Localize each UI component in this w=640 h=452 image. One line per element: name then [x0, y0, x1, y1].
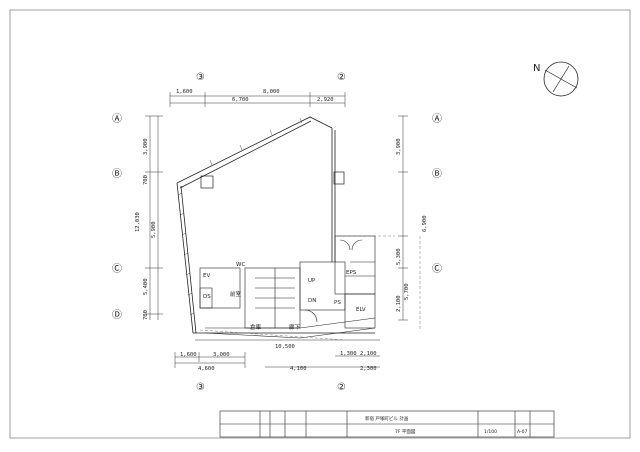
room-label-ev: EV — [203, 273, 210, 279]
building-outline — [176, 116, 375, 334]
grid-row-b-right: Ⓑ — [432, 168, 442, 180]
grid-label-bottom-3: ③ — [196, 382, 205, 393]
wall-hatch — [177, 117, 303, 316]
grid-row-a-left: Ⓐ — [112, 113, 122, 125]
room-label-up: UP — [308, 278, 316, 284]
room-label-elv: ELV — [356, 307, 366, 313]
title-block-scale: 1/100 — [484, 429, 497, 435]
dim-left-2: 700 — [143, 175, 149, 185]
grid-row-b-left: Ⓑ — [112, 168, 122, 180]
column-square — [333, 171, 345, 185]
dim-bottom-2: 1,600 — [180, 352, 197, 358]
dim-right-1: 3,900 — [396, 138, 402, 155]
core-rooms — [199, 235, 376, 339]
grid-row-c-left: Ⓒ — [112, 263, 122, 275]
dim-bottom-6: 2,100 — [360, 351, 377, 357]
title-block — [219, 410, 555, 438]
dim-left-4: 5,900 — [151, 221, 157, 238]
dim-right-3: 5,300 — [396, 248, 402, 265]
dim-top-4: 2,920 — [317, 97, 334, 103]
title-block-project: 新宿 戸塚町ビル 計画 — [365, 415, 409, 422]
grid-row-d-left: Ⓓ — [112, 309, 122, 321]
north-compass-icon: N — [533, 61, 579, 97]
dim-bottom-4: 4,600 — [198, 366, 215, 372]
dim-left-5: 5,400 — [143, 278, 149, 295]
room-label-wc: WC — [236, 262, 245, 268]
dim-bottom-7: 4,100 — [290, 366, 307, 372]
grid-label-top-3: ③ — [196, 72, 205, 83]
title-block-sheet-no: A-07 — [517, 429, 527, 435]
dim-bottom-1: 10,500 — [275, 344, 295, 350]
dim-left-3: 12,030 — [135, 212, 141, 232]
dim-left-1: 3,900 — [143, 138, 149, 155]
room-label-dn: DN — [308, 298, 316, 304]
dim-right-5: 5,700 — [404, 283, 410, 300]
dim-top-1: 1,600 — [176, 89, 193, 95]
title-block-sheet-name: 7F 平面図 — [395, 429, 416, 435]
dim-bottom-8: 2,300 — [360, 366, 377, 372]
dashed-guides — [199, 235, 421, 341]
dim-right-4: 2,100 — [396, 295, 402, 312]
room-label-storage: 倉庫 — [250, 323, 262, 331]
grid-label-bottom-2: ② — [337, 382, 346, 393]
dim-left-6: 700 — [143, 310, 149, 320]
room-label-eps: EPS — [346, 270, 357, 276]
grid-label-top-2: ② — [337, 72, 346, 83]
grid-row-a-right: Ⓐ — [432, 113, 442, 125]
room-label-ps: PS — [334, 300, 341, 306]
dimension-lines — [145, 92, 408, 368]
dim-top-2: 8,000 — [263, 89, 280, 95]
room-label-ds: DS — [203, 294, 211, 300]
room-label-lobby: 前室 — [230, 290, 242, 298]
dim-right-2: 6,900 — [422, 215, 428, 232]
dim-bottom-5: 1,300 — [340, 351, 357, 357]
north-label: N — [533, 63, 540, 74]
dim-bottom-3: 3,000 — [213, 352, 230, 358]
room-label-corridor: 廊下 — [289, 323, 301, 331]
grid-row-c-right: Ⓒ — [432, 263, 442, 275]
sheet-border — [9, 9, 631, 439]
column-square — [200, 175, 214, 189]
dim-top-3: 6,700 — [232, 97, 249, 103]
